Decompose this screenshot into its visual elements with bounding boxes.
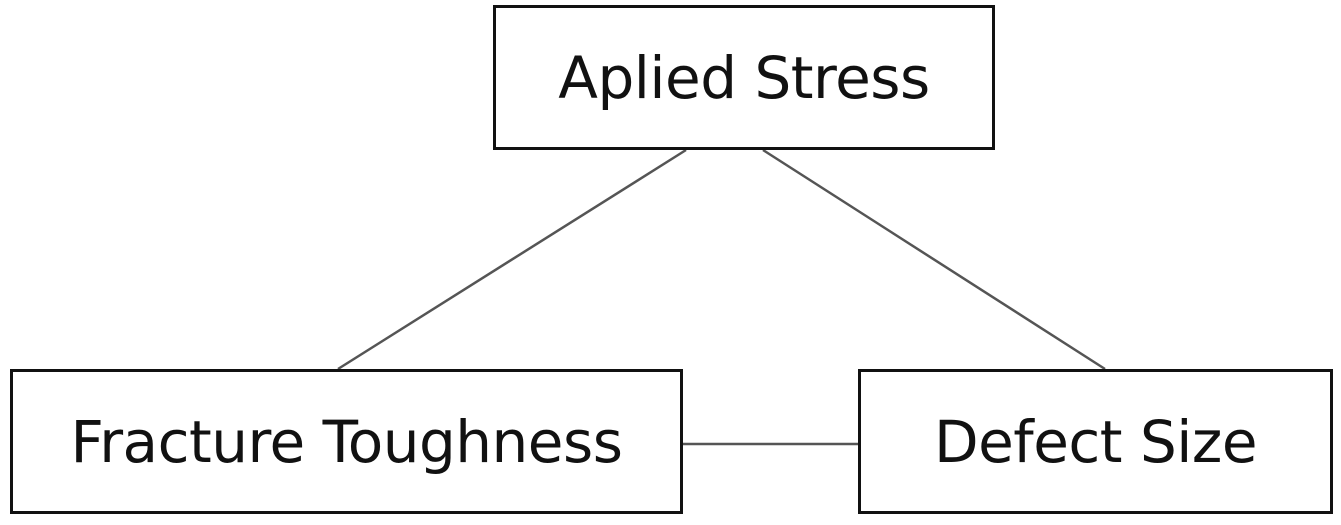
edge-stress-to-defect-size <box>762 148 1106 371</box>
node-defect-size: Defect Size <box>858 369 1333 514</box>
edge-stress-to-toughness <box>337 148 687 371</box>
node-fracture-toughness-label: Fracture Toughness <box>70 407 623 476</box>
node-fracture-toughness: Fracture Toughness <box>10 369 683 514</box>
node-defect-size-label: Defect Size <box>933 407 1258 476</box>
node-applied-stress: Aplied Stress <box>493 5 995 150</box>
node-applied-stress-label: Aplied Stress <box>558 43 930 112</box>
